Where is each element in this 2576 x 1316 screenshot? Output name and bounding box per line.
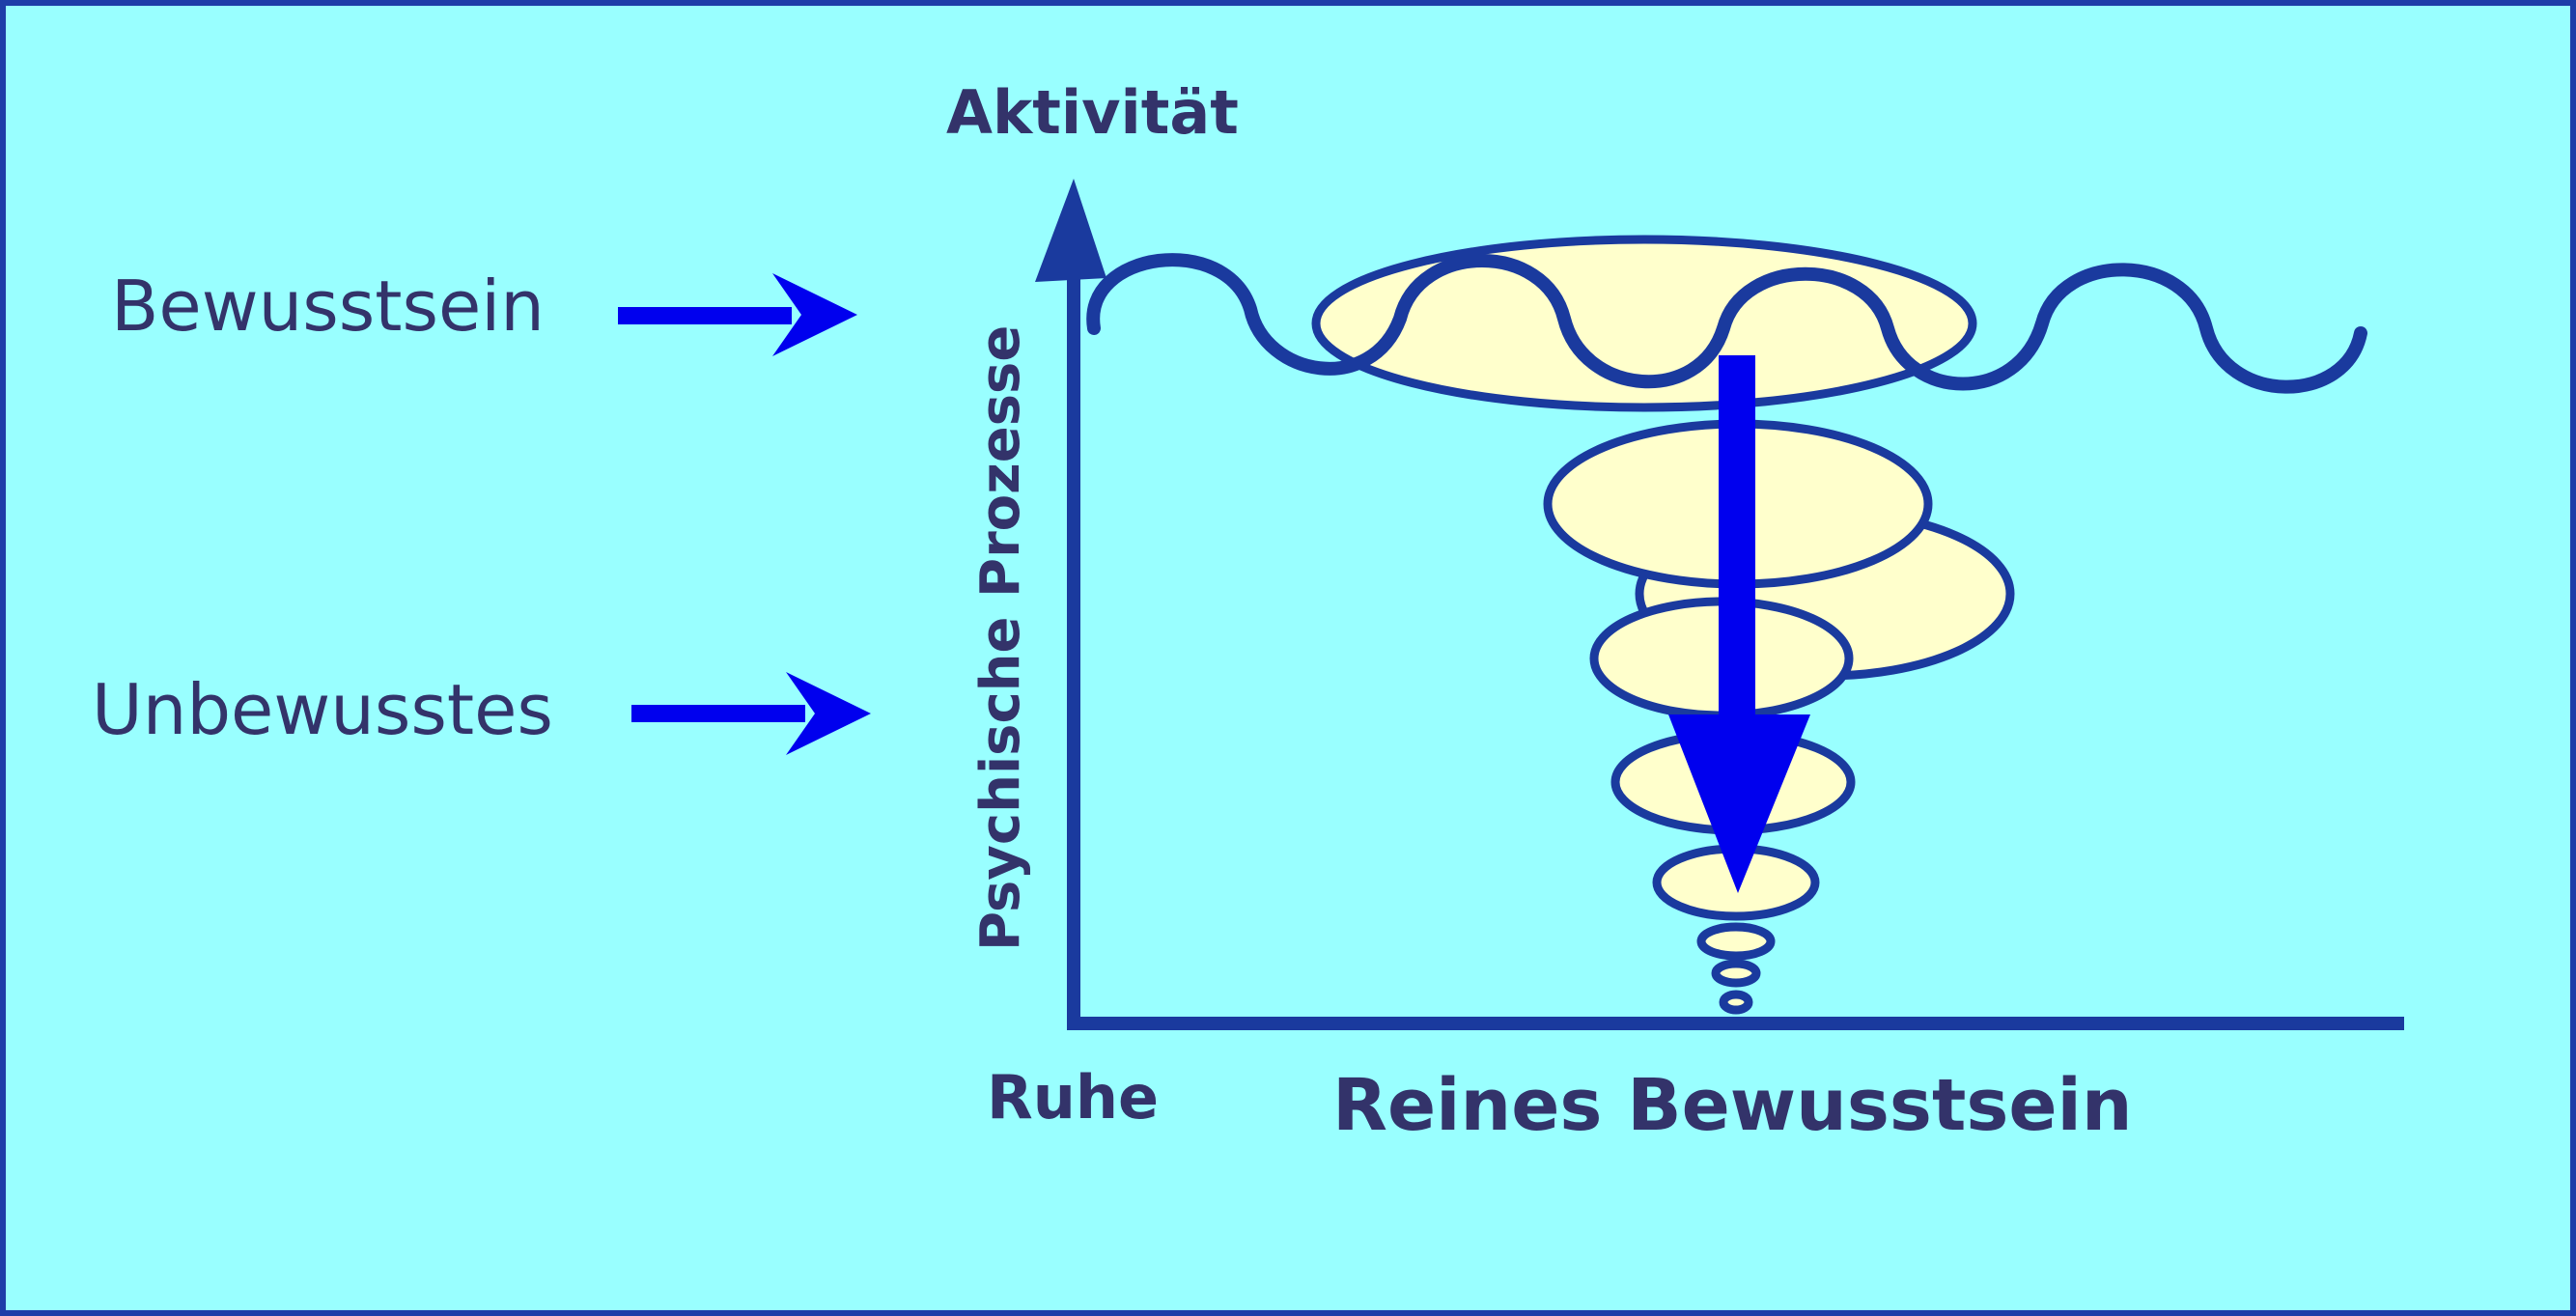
descend-arrow xyxy=(1668,355,1810,893)
label-x-axis: Reines Bewusstsein xyxy=(1332,1064,2133,1147)
arrow-unbewusstes xyxy=(631,672,871,755)
label-bewusstsein: Bewusstsein xyxy=(111,266,545,347)
label-unbewusstes: Unbewusstes xyxy=(92,669,553,750)
consciousness-wave xyxy=(1086,253,2367,394)
label-x-axis-origin: Ruhe xyxy=(987,1062,1159,1133)
ellipse-7 xyxy=(1711,959,1761,988)
ellipse-top xyxy=(1311,235,1977,412)
label-y-axis-top: Aktivität xyxy=(946,77,1239,148)
y-axis-arrowhead xyxy=(1035,179,1106,282)
label-y-axis: Psychische Prozesse xyxy=(969,325,1032,951)
ellipse-8 xyxy=(1719,990,1753,1015)
ellipse-6 xyxy=(1696,922,1776,961)
arrow-bewusstsein xyxy=(618,273,857,356)
